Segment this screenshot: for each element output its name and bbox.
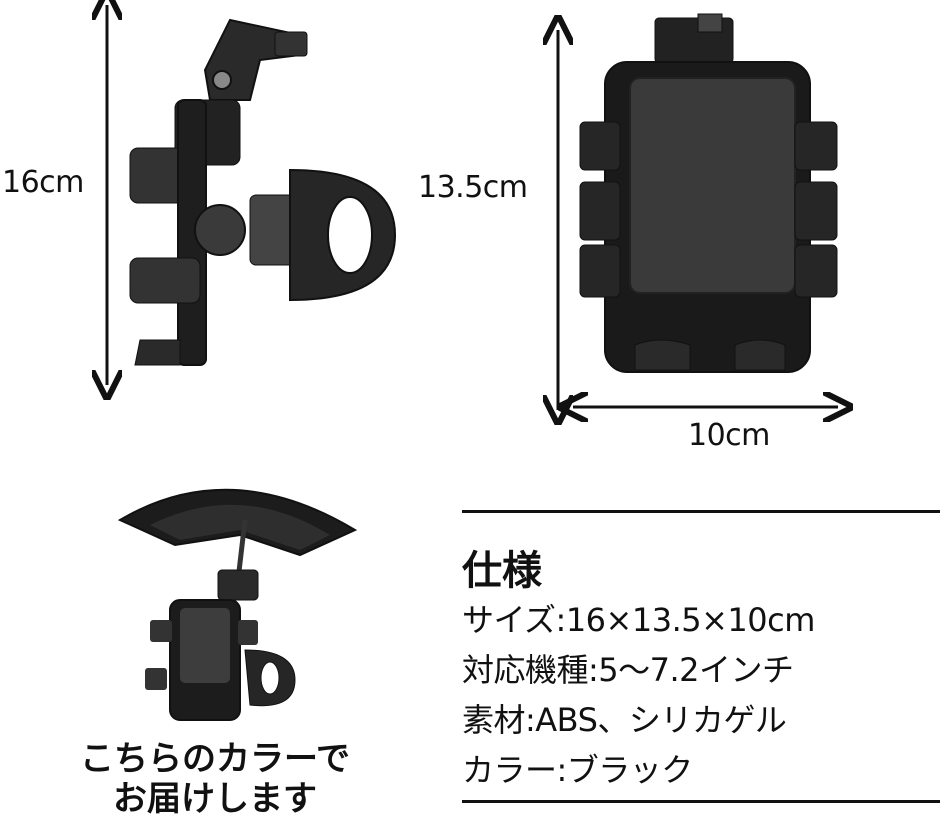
front-width-label: 10cm [688,418,770,453]
spec-material: 素材:ABS、シリカゲル [462,701,787,739]
front-height-label: 13.5cm [418,170,528,205]
spec-title: 仕様 [462,548,542,594]
caption-line-2: お届けします [113,779,317,819]
spec-size: サイズ:16×13.5×10cm [462,601,815,639]
spec-top-rule [462,510,940,513]
side-height-label: 16cm [2,165,84,200]
side-view-holder [129,18,397,366]
spec-compatible: 対応機種:5〜7.2インチ [462,651,794,689]
spec-color: カラー:ブラック [462,751,693,789]
umbrella-holder-photo [117,488,358,721]
spec-bottom-rule [462,800,940,803]
front-view-holder [579,13,838,373]
caption-line-1: こちらのカラーで [80,739,350,779]
